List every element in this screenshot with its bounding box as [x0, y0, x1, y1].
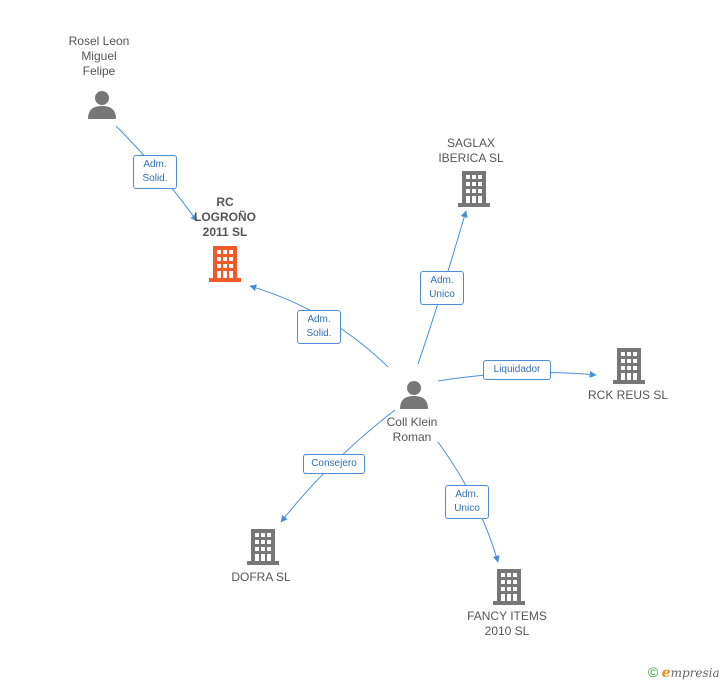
node-label-rc-logrono[interactable]: RC LOGROÑO 2011 SL — [194, 195, 256, 239]
node-label-fancy[interactable]: FANCY ITEMS 2010 SL — [467, 609, 547, 638]
brand-footer[interactable]: © empresia — [648, 664, 720, 681]
building-icon[interactable] — [247, 529, 279, 565]
edge-label-coll-dofra: Consejero — [303, 454, 365, 474]
node-label-rosel[interactable]: Rosel Leon Miguel Felipe — [68, 34, 130, 78]
node-label-rck-reus[interactable]: RCK REUS SL — [587, 388, 669, 402]
building-icon[interactable] — [458, 171, 490, 207]
brand-logo[interactable]: empresia — [661, 665, 720, 681]
node-label-coll[interactable]: Coll Klein Roman — [386, 415, 438, 444]
edge-label-rosel-rc: Adm. Solid. — [133, 155, 177, 189]
node-label-saglax[interactable]: SAGLAX IBERICA SL — [438, 136, 504, 165]
building-icon[interactable] — [493, 569, 525, 605]
edge-label-coll-rc: Adm. Solid. — [297, 310, 341, 344]
building-icon[interactable] — [209, 246, 241, 282]
person-icon[interactable] — [400, 381, 428, 409]
person-icon[interactable] — [88, 91, 116, 119]
copyright-symbol: © — [648, 664, 659, 680]
building-icon[interactable] — [613, 348, 645, 384]
node-label-dofra[interactable]: DOFRA SL — [231, 570, 291, 584]
edge-label-coll-rck: Liquidador — [483, 360, 551, 380]
edge-label-coll-saglax: Adm. Unico — [420, 271, 464, 305]
edge-label-coll-fancy: Adm. Unico — [445, 485, 489, 519]
